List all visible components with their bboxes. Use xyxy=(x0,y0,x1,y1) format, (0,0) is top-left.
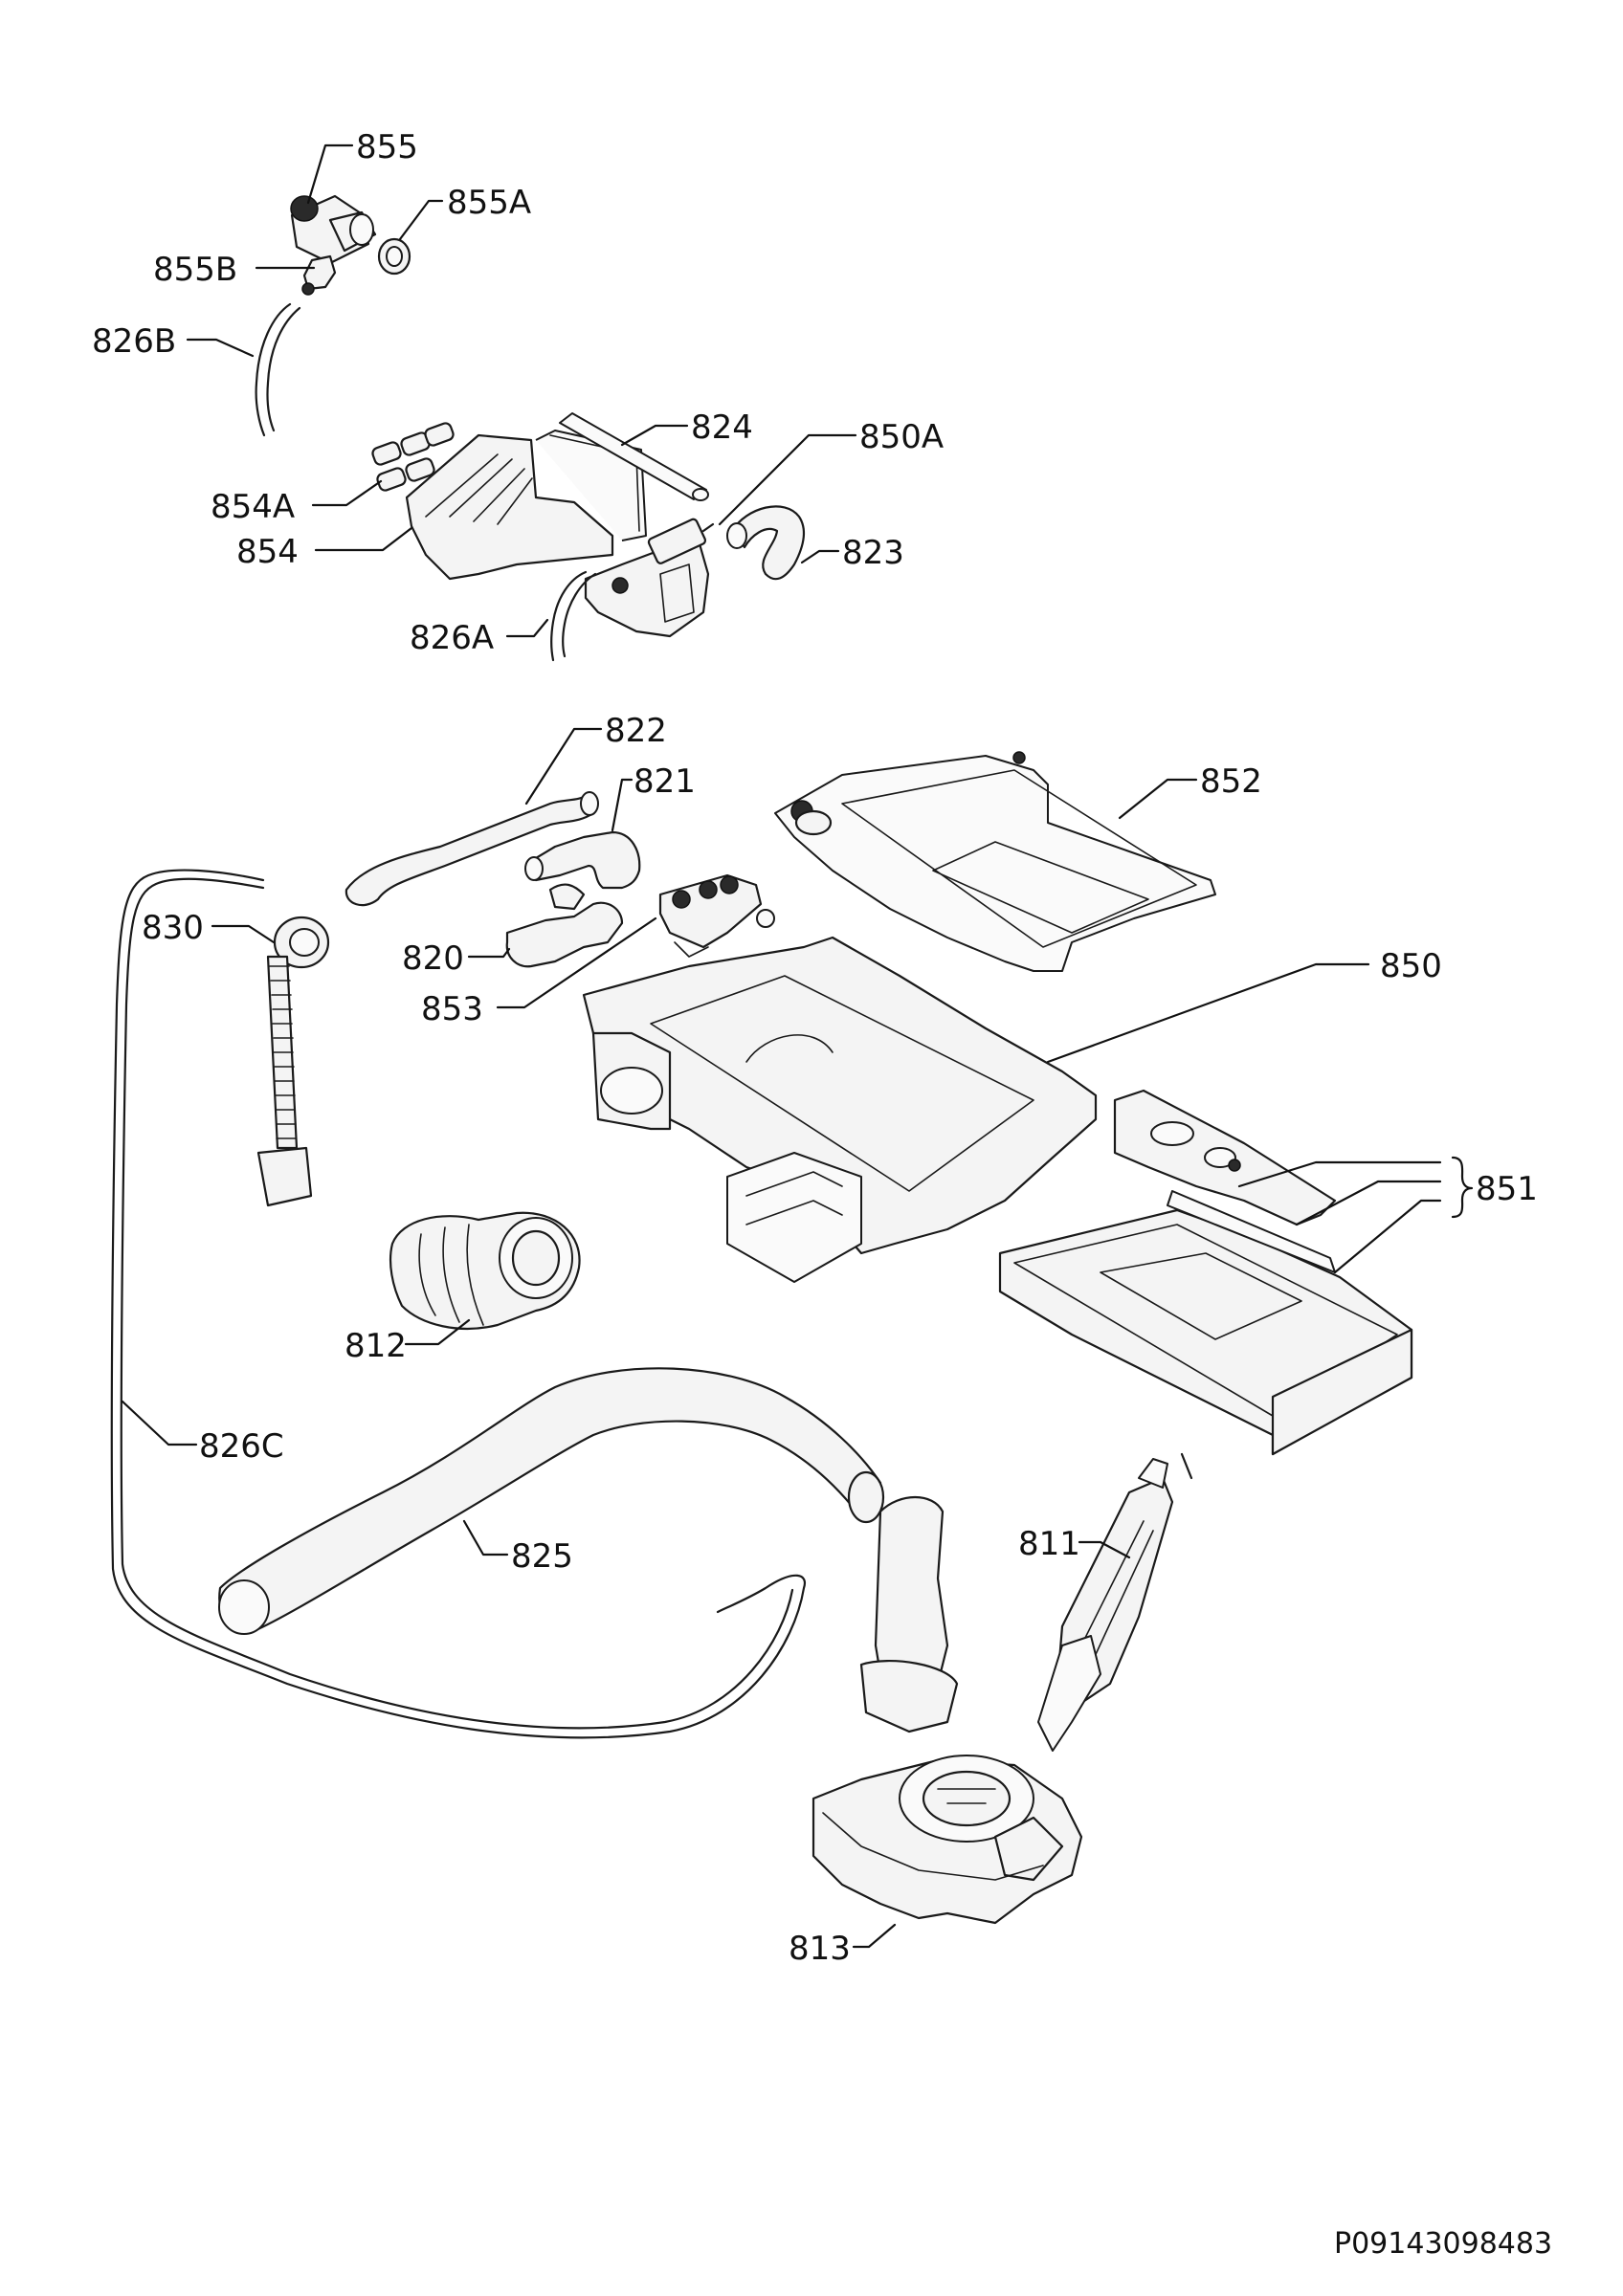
label-855: 855 xyxy=(356,128,418,166)
leader-852 xyxy=(1118,778,1198,820)
label-852: 852 xyxy=(1200,762,1262,801)
brace-851 xyxy=(1451,1156,1474,1219)
leader-811 xyxy=(1078,1540,1131,1559)
label-850: 850 xyxy=(1380,947,1442,985)
callout-labels: 855 855A 855B 826B 824 850A 854A 854 823… xyxy=(92,128,1538,1968)
document-id: P09143098483 xyxy=(1334,2227,1552,2261)
part-826A-tube xyxy=(550,570,597,662)
label-855A: 855A xyxy=(447,184,531,222)
part-854-manifold xyxy=(405,430,647,581)
label-821: 821 xyxy=(634,762,696,801)
leader-850A xyxy=(718,433,857,526)
label-853: 853 xyxy=(421,990,483,1028)
leader-830 xyxy=(211,924,276,944)
part-823-bent-hose xyxy=(726,505,806,581)
label-811: 811 xyxy=(1018,1525,1080,1563)
part-855A-seal-ring xyxy=(377,237,411,276)
part-812-bellows-hose xyxy=(389,1211,581,1331)
label-826C: 826C xyxy=(199,1427,284,1466)
label-850A: 850A xyxy=(859,418,944,456)
label-855B: 855B xyxy=(153,251,237,289)
part-825-drain-hose xyxy=(218,1367,885,1635)
part-855B-elbow-fitting xyxy=(301,254,337,296)
leader-854 xyxy=(314,526,413,552)
leader-851-top xyxy=(1237,1160,1442,1188)
part-826C-long-tube xyxy=(110,869,807,1739)
leader-826A xyxy=(505,618,549,638)
part-820-hose xyxy=(505,883,624,968)
label-851: 851 xyxy=(1476,1170,1538,1208)
label-854A: 854A xyxy=(211,488,295,526)
leader-820 xyxy=(467,947,511,959)
part-850-dispenser-housing xyxy=(582,936,1098,1283)
leader-824 xyxy=(620,424,689,447)
leader-854A xyxy=(311,479,383,507)
part-813-drain-pump xyxy=(812,1495,1101,1925)
leader-850 xyxy=(1046,962,1370,1064)
label-812: 812 xyxy=(345,1327,407,1365)
leader-851-bottom xyxy=(1333,1199,1442,1274)
label-826A: 826A xyxy=(410,619,494,657)
part-850A-solenoid-valve xyxy=(584,518,715,638)
part-826B-small-tube xyxy=(255,302,301,437)
part-830-corrugated-hose xyxy=(256,916,330,1207)
label-825: 825 xyxy=(511,1537,573,1576)
label-820: 820 xyxy=(402,939,464,978)
label-813: 813 xyxy=(789,1930,851,1968)
label-854: 854 xyxy=(236,533,299,571)
part-824-straight-tube xyxy=(559,412,709,501)
leader-823 xyxy=(800,549,840,564)
part-853-valve-block xyxy=(658,873,775,958)
leader-851-mid xyxy=(1295,1180,1442,1226)
leader-855 xyxy=(306,144,354,205)
leader-lines xyxy=(121,144,1474,1949)
part-852-dispenser-cover xyxy=(774,751,1216,972)
part-855-inlet-connector xyxy=(290,194,377,265)
label-826B: 826B xyxy=(92,322,176,361)
label-823: 823 xyxy=(842,534,904,572)
leader-822 xyxy=(524,727,603,806)
leader-826C xyxy=(121,1400,198,1446)
label-824: 824 xyxy=(691,408,753,447)
leader-825 xyxy=(462,1519,509,1556)
part-821-hose xyxy=(524,830,641,890)
leader-826B xyxy=(186,338,255,358)
part-822-hose xyxy=(345,791,599,907)
part-851-detergent-drawer xyxy=(998,1089,1413,1456)
label-830: 830 xyxy=(142,909,204,947)
label-822: 822 xyxy=(605,712,667,750)
leader-813 xyxy=(852,1923,897,1949)
leader-853 xyxy=(496,916,657,1009)
leader-812 xyxy=(404,1318,471,1346)
leader-821 xyxy=(611,778,634,832)
leader-855A xyxy=(398,199,444,241)
